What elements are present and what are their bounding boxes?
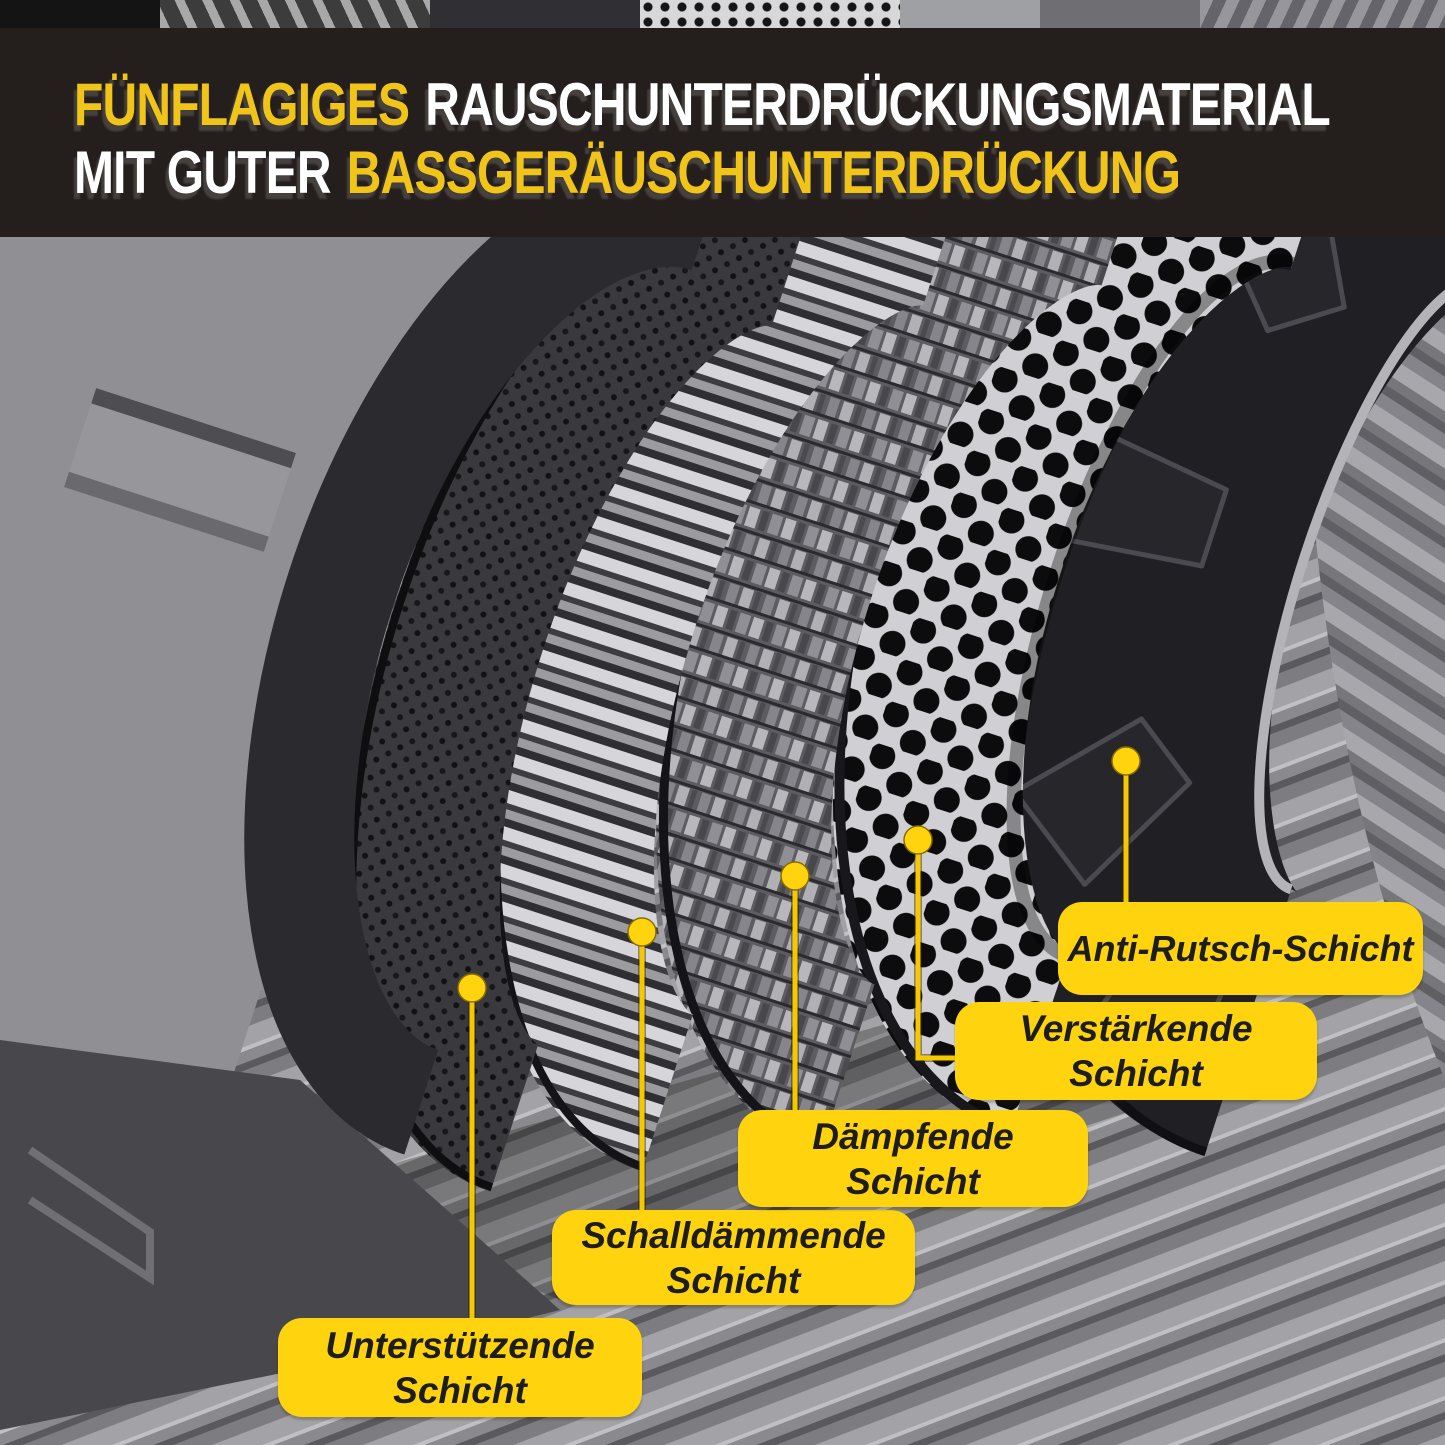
callout-schalldaemmende-schicht: Schalldämmende Schicht — [552, 1210, 915, 1305]
top-photo-strip — [0, 0, 1445, 28]
callout-label-line: Schicht — [1069, 1053, 1203, 1094]
headline-line1-accent: FÜNFLAGIGES — [74, 71, 410, 138]
callout-label-line: Schicht — [666, 1259, 801, 1301]
strip-segment — [0, 0, 160, 28]
callout-daempfende-schicht: Dämpfende Schicht — [738, 1110, 1088, 1207]
callout-label-line: Schalldämmende — [581, 1214, 886, 1256]
callout-anti-rutsch-schicht: Anti-Rutsch-Schicht — [1058, 902, 1423, 995]
callout-label-line: Unterstützende — [325, 1324, 595, 1366]
ear-cushion — [0, 82, 726, 1430]
callout-label-line: Schicht — [846, 1160, 980, 1202]
leader-dot-unterstuetzende — [457, 973, 487, 1003]
leader-dot-schalldaemmende — [627, 917, 657, 947]
callout-label-line: Verstärkende — [1019, 1008, 1253, 1049]
callout-unterstuetzende-schicht: Unterstützende Schicht — [278, 1318, 642, 1417]
callout-verstaerkende-schicht: Verstärkende Schicht — [955, 1002, 1317, 1100]
cushion-notch — [64, 388, 296, 552]
leader-dot-daempfende — [780, 861, 810, 891]
callout-label-line: Dämpfende — [812, 1115, 1014, 1157]
leader-line-verstaerkende — [915, 840, 957, 1061]
leader-dot-verstaerkende — [903, 825, 933, 855]
strip-segment — [1040, 0, 1200, 28]
headline-line1-rest: RAUSCHUNTERDRÜCKUNGSMATERIAL — [425, 71, 1330, 138]
headline-line2-rest: MIT GUTER — [74, 139, 332, 206]
strip-segment — [160, 0, 430, 28]
callout-leaders — [457, 746, 1141, 1318]
strip-segment — [640, 0, 900, 28]
headline-line2-accent: BASSGERÄUSCHUNTERDRÜCKUNG — [346, 139, 1181, 206]
strip-segment — [1200, 0, 1445, 28]
strip-segment — [430, 0, 640, 28]
callout-label-line: Anti-Rutsch-Schicht — [1067, 928, 1414, 969]
callout-label-line: Schicht — [393, 1369, 527, 1411]
strip-segment — [900, 0, 1045, 28]
leader-dot-anti-rutsch — [1111, 746, 1141, 776]
